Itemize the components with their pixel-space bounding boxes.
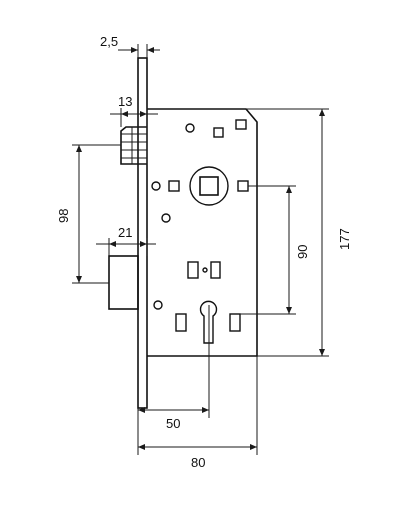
dim-backset: 50 bbox=[137, 407, 209, 431]
latch-bolt bbox=[120, 126, 148, 165]
small-hole bbox=[202, 267, 208, 273]
dead-bolt bbox=[108, 255, 139, 310]
dim-bolt-projection: 21 bbox=[96, 225, 156, 256]
dim-label: 80 bbox=[191, 455, 205, 470]
mounting-hole bbox=[185, 123, 195, 133]
dim-label: 21 bbox=[118, 225, 132, 240]
lock-case bbox=[147, 108, 258, 357]
dim-handle-to-bolt: 98 bbox=[56, 144, 121, 284]
small-slot bbox=[187, 261, 199, 279]
mounting-hole bbox=[153, 300, 163, 310]
dim-label: 13 bbox=[118, 94, 132, 109]
dim-handle-to-key: 90 bbox=[240, 185, 310, 315]
small-slot bbox=[210, 261, 221, 279]
small-slot bbox=[213, 127, 224, 138]
dim-total-height: 177 bbox=[246, 108, 352, 357]
faceplate bbox=[137, 57, 148, 409]
dim-label: 90 bbox=[295, 245, 310, 259]
small-slot bbox=[235, 119, 247, 130]
follower-spindle bbox=[168, 166, 249, 206]
dim-latch-projection: 13 bbox=[110, 94, 158, 127]
dim-label: 2,5 bbox=[100, 34, 118, 49]
dim-label: 177 bbox=[337, 228, 352, 250]
mounting-hole bbox=[151, 181, 161, 191]
dim-label: 98 bbox=[56, 209, 71, 223]
dim-case-depth: 80 bbox=[137, 356, 258, 470]
dim-label: 50 bbox=[166, 416, 180, 431]
cylinder-keyhole bbox=[175, 300, 241, 344]
dim-faceplate-thickness: 2,5 bbox=[100, 34, 160, 58]
mounting-hole bbox=[161, 213, 171, 223]
